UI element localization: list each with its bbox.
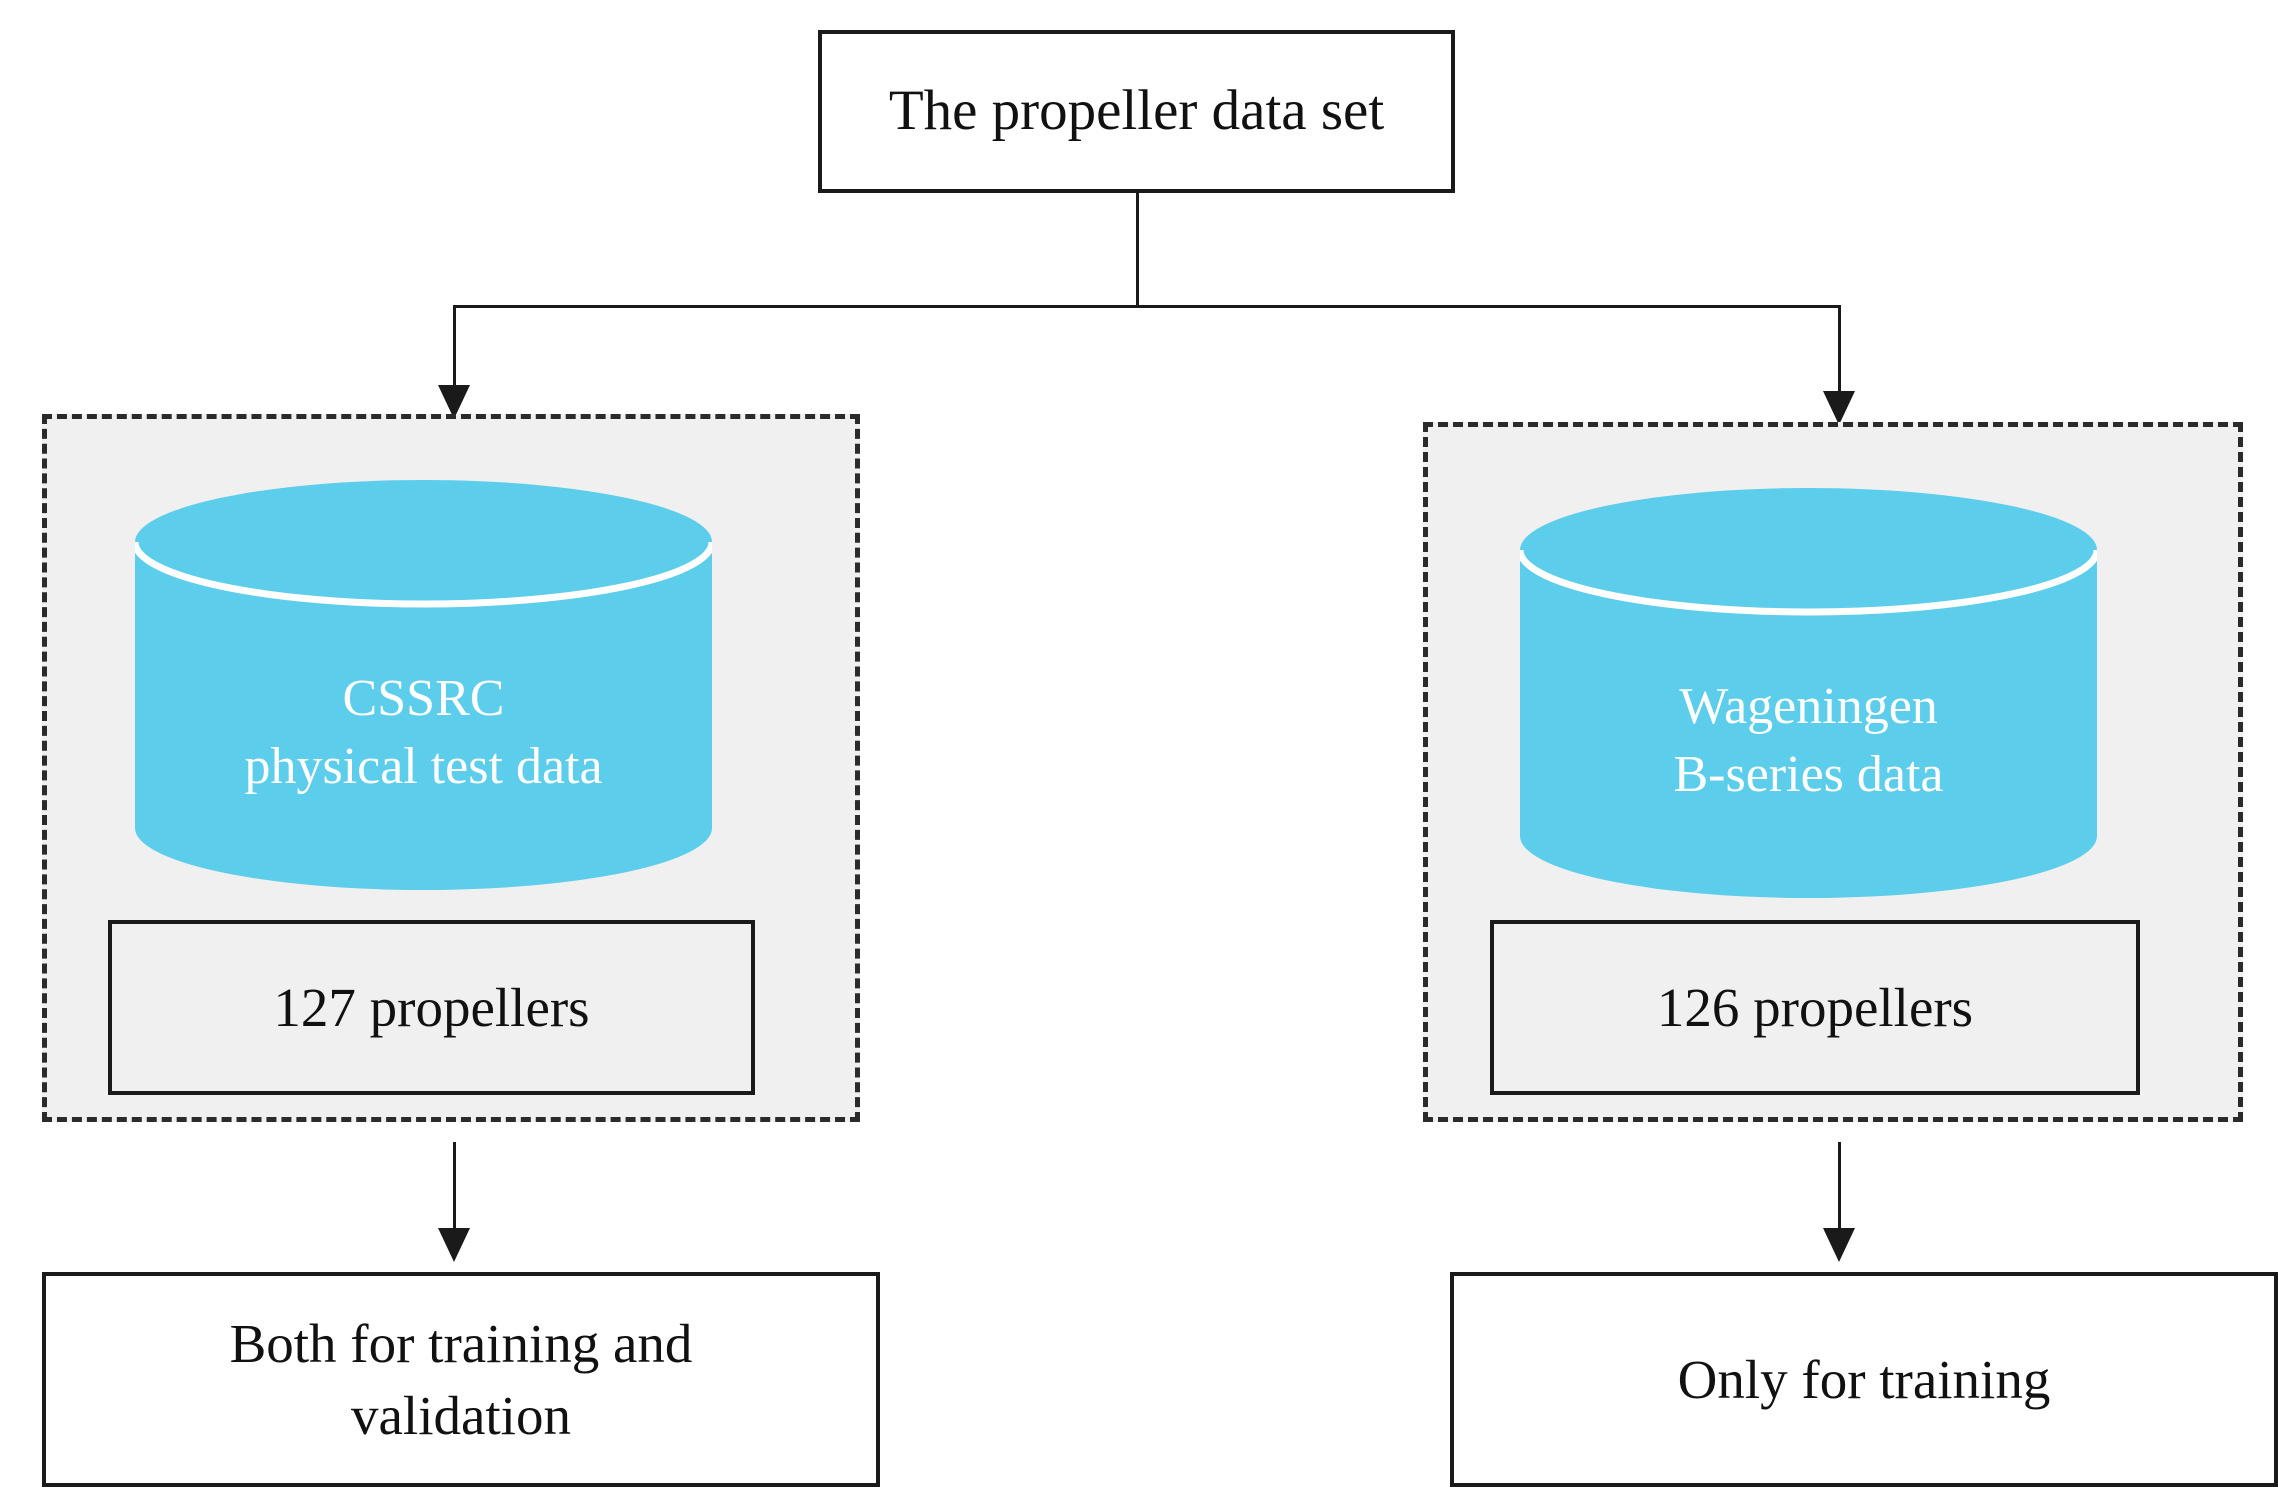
connector-trunk-vertical [1136, 193, 1139, 307]
dataset-title-box: The propeller data set [818, 30, 1455, 193]
database-cylinder-icon [1520, 488, 2097, 898]
connector-cssrc-to-outcome-vertical [453, 1142, 456, 1230]
cssrc-usage-line1: Both for training and [229, 1313, 693, 1374]
connector-drop-right-vertical [1838, 305, 1841, 393]
database-cylinder-icon [135, 480, 712, 890]
arrowhead-down-to-wageningen-outcome-icon [1823, 1228, 1855, 1262]
wageningen-propeller-count-box: 126 propellers [1490, 920, 2140, 1095]
dataset-title-label: The propeller data set [888, 79, 1385, 143]
arrowhead-down-to-cssrc-outcome-icon [438, 1228, 470, 1262]
connector-wageningen-to-outcome-vertical [1838, 1142, 1841, 1230]
arrowhead-down-to-cssrc-region-icon [438, 385, 470, 419]
cssrc-propeller-count-label: 127 propellers [273, 977, 590, 1038]
arrowhead-down-to-wageningen-region-icon [1823, 391, 1855, 425]
wageningen-usage-text: Only for training [1650, 1344, 2079, 1416]
wageningen-usage-line1: Only for training [1677, 1348, 2051, 1410]
cssrc-usage-line2: validation [351, 1384, 571, 1446]
connector-branch-horizontal [453, 305, 1840, 308]
cssrc-database-cylinder: CSSRC physical test data [135, 480, 712, 890]
wageningen-database-cylinder: Wageningen B-series data [1520, 488, 2097, 898]
cssrc-usage-box: Both for training and validation [42, 1272, 880, 1487]
cssrc-usage-text: Both for training and validation [202, 1308, 721, 1451]
cssrc-propeller-count-box: 127 propellers [108, 920, 755, 1095]
wageningen-usage-box: Only for training [1450, 1272, 2278, 1487]
connector-drop-left-vertical [453, 305, 456, 387]
wageningen-propeller-count-label: 126 propellers [1656, 977, 1974, 1038]
